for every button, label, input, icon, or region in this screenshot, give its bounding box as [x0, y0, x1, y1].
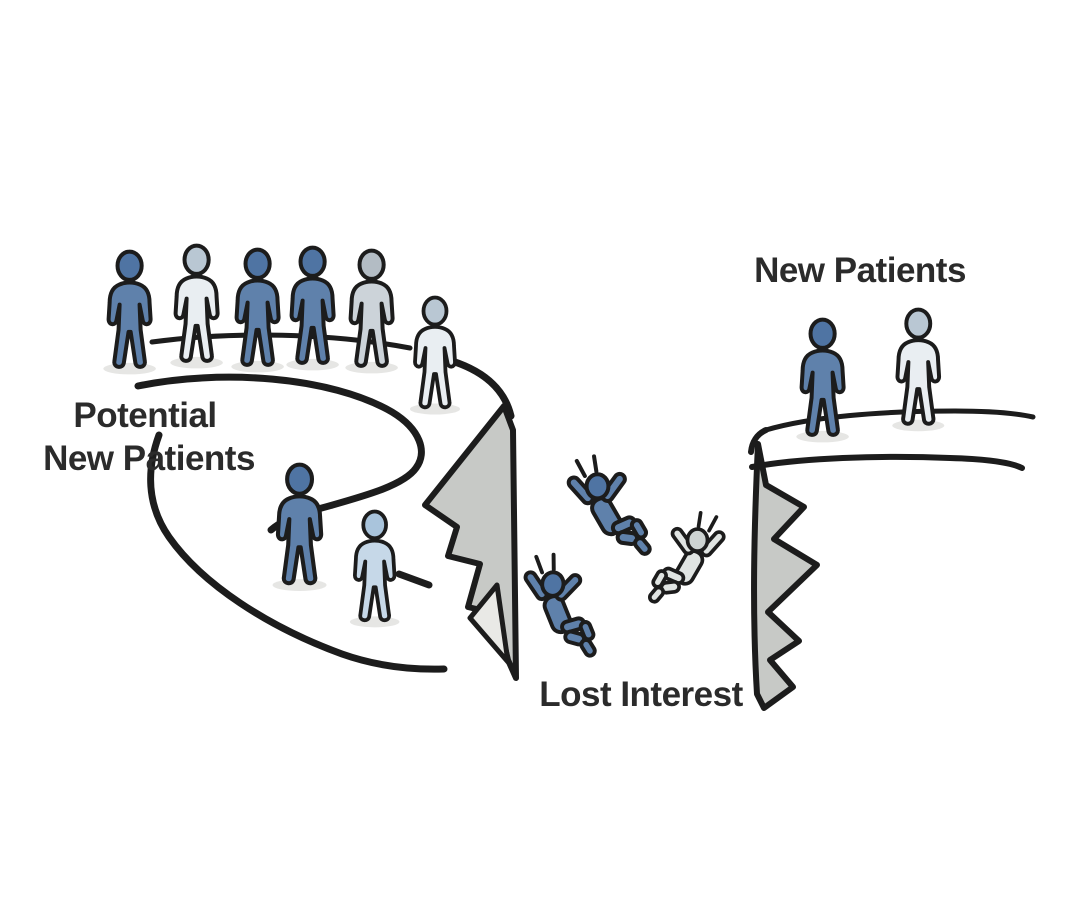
figure-path-walker-1 — [273, 465, 327, 591]
figure-potential-patient-6 — [408, 295, 462, 417]
label-potential-new-patients-line1: Potential — [73, 396, 216, 435]
figure-path-walker-2 — [348, 509, 402, 630]
label-new-patients: New Patients — [754, 251, 966, 290]
figure-falling-2 — [511, 549, 612, 661]
cliff-approach-edge — [448, 357, 515, 420]
label-lost-interest: Lost Interest — [539, 675, 743, 714]
figure-potential-patient-4 — [284, 245, 341, 373]
path-dash — [395, 570, 433, 589]
figure-falling-3 — [646, 510, 728, 606]
figure-new-patient-1 — [794, 317, 851, 445]
label-potential-new-patients-line2: New Patients — [43, 439, 255, 478]
left-cliff-rock — [467, 582, 511, 665]
figure-potential-patient-5 — [343, 248, 400, 376]
figure-potential-patient-3 — [229, 247, 286, 375]
figure-falling-1 — [567, 456, 652, 555]
right-cliff-face — [751, 441, 820, 711]
path-outer-edge — [147, 431, 448, 673]
right-plateau-front-edge — [749, 453, 1025, 471]
figure-potential-patient-2 — [168, 243, 225, 371]
figure-potential-patient-1 — [101, 249, 158, 377]
